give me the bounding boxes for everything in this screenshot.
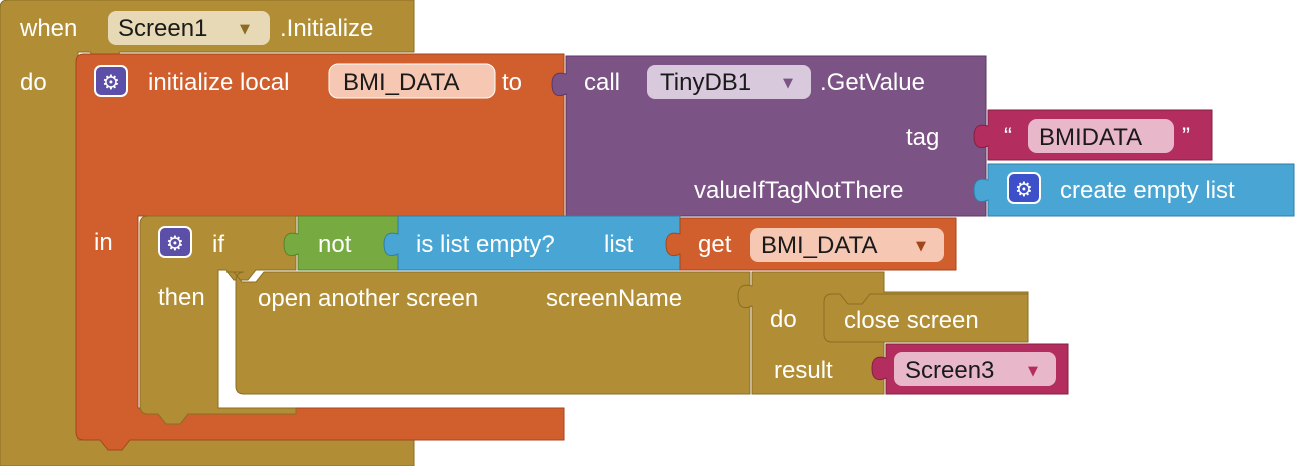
is-list-empty-label: is list empty? (416, 231, 555, 258)
triangle-down-icon: ▼ (783, 76, 793, 91)
then-label: then (158, 284, 205, 311)
if-label: if (212, 231, 224, 258)
if-then-block[interactable]: ⚙ if then (139, 215, 297, 425)
gear-icon: ⚙ (166, 231, 184, 255)
list-param-label: list (604, 231, 634, 258)
text-string-block[interactable]: “ BMIDATA ” (973, 109, 1213, 161)
screen-dropdown[interactable]: Screen3 ▼ (894, 352, 1056, 386)
text-value: BMIDATA (1039, 124, 1142, 151)
screen-dropdown-label: Screen3 (905, 357, 994, 384)
screen-select-block[interactable]: Screen3 ▼ (871, 343, 1069, 395)
create-empty-list-block[interactable]: ⚙ create empty list (973, 163, 1295, 217)
get-variable-name: BMI_DATA (761, 232, 877, 259)
result-label: result (774, 357, 833, 384)
get-variable-dropdown[interactable]: BMI_DATA ▼ (750, 228, 944, 262)
open-screen-label: open another screen (258, 285, 478, 312)
is-list-empty-block[interactable]: is list empty? list (383, 215, 681, 271)
to-label: to (502, 69, 522, 96)
close-screen-label: close screen (844, 307, 979, 334)
value-if-label: valueIfTagNotThere (694, 177, 903, 204)
mutator-gear-icon[interactable]: ⚙ (94, 65, 128, 97)
initialize-local-block[interactable]: ⚙ initialize local BMI_DATA to in (75, 53, 565, 451)
tinydb-getvalue-block[interactable]: call TinyDB1 ▼ .GetValue tag valueIfTagN… (551, 55, 987, 217)
gear-icon: ⚙ (1015, 177, 1033, 201)
tinydb-component-dropdown[interactable]: TinyDB1 ▼ (647, 65, 811, 99)
text-value-field[interactable]: BMIDATA (1028, 119, 1174, 153)
create-empty-list-label: create empty list (1060, 177, 1235, 204)
get-variable-block[interactable]: get BMI_DATA ▼ (665, 217, 957, 271)
variable-name-field[interactable]: BMI_DATA (328, 63, 496, 99)
when-label: when (19, 15, 77, 42)
not-block[interactable]: not (283, 215, 399, 271)
close-screen-block[interactable]: close screen (823, 293, 1029, 343)
quote-close: ” (1182, 123, 1190, 150)
do-label-inner: do (770, 306, 797, 333)
gear-icon: ⚙ (102, 70, 120, 94)
in-label: in (94, 229, 113, 256)
when-screen1-initialize-block[interactable]: when Screen1 ▼ .Initialize do (0, 0, 415, 466)
tinydb-component-label: TinyDB1 (660, 69, 751, 96)
quote-open: “ (1004, 123, 1012, 150)
not-label: not (318, 231, 352, 258)
method-name: .GetValue (820, 69, 925, 96)
call-label: call (584, 69, 620, 96)
event-name: .Initialize (280, 15, 373, 42)
initialize-local-label: initialize local (148, 69, 289, 96)
if-mutator-gear-icon[interactable]: ⚙ (158, 226, 192, 258)
variable-name: BMI_DATA (343, 69, 459, 96)
do-label: do (20, 69, 47, 96)
triangle-down-icon: ▼ (240, 22, 250, 37)
component-dropdown-label: Screen1 (118, 15, 207, 42)
get-label: get (698, 231, 732, 258)
screen-name-param-label: screenName (546, 285, 682, 312)
tag-label: tag (906, 124, 939, 151)
list-mutator-gear-icon[interactable]: ⚙ (1007, 172, 1041, 204)
component-dropdown[interactable]: Screen1 ▼ (108, 11, 270, 45)
open-another-screen-block[interactable]: open another screen screenName (226, 271, 751, 395)
triangle-down-icon: ▼ (1028, 364, 1038, 379)
triangle-down-icon: ▼ (916, 239, 926, 254)
